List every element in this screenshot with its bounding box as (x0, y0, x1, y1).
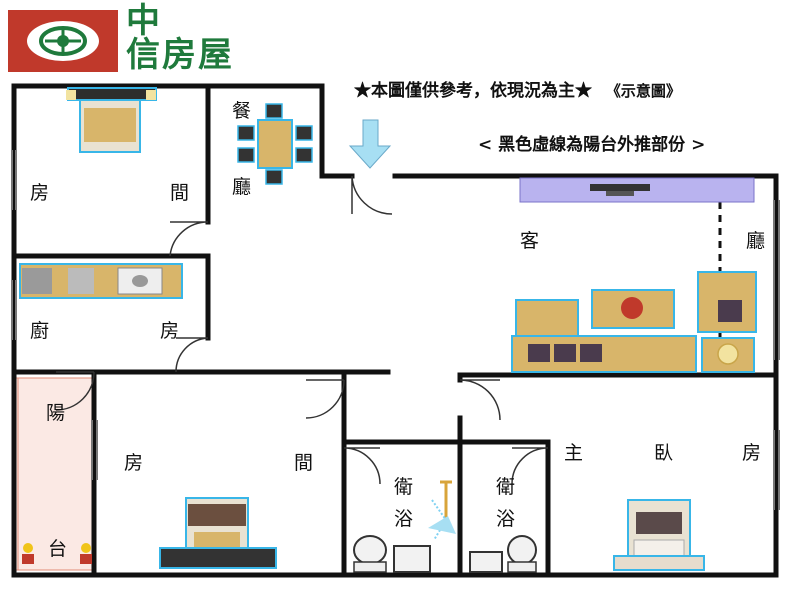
brand-name: 中 信房屋 (126, 4, 286, 72)
room-label-living-2: 廳 (746, 230, 766, 252)
toilet-icon (507, 535, 537, 573)
room-label-master-3: 房 (742, 442, 762, 464)
shower-icon (428, 480, 456, 541)
walls (11, 83, 779, 578)
entrance-arrow-icon (348, 119, 392, 169)
room-label-bath2-1: 衛 (496, 476, 516, 498)
sink-icon (393, 545, 431, 573)
bed-icon (159, 497, 277, 569)
room-label-dining-1: 餐 (232, 100, 252, 122)
disclaimer-note: ★本圖僅供參考，依現況為主★ 《示意圖》 (354, 76, 681, 101)
room-label-kitchen-2: 房 (160, 320, 180, 342)
bed-icon (66, 87, 157, 153)
coffee-table-icon (591, 289, 675, 329)
disclaimer-text: ★本圖僅供參考，依現況為主★ (354, 81, 592, 101)
room-label-living-1: 客 (520, 230, 540, 252)
room-label-kitchen-1: 廚 (30, 320, 50, 342)
room-label-bedroom-tl-1: 房 (30, 182, 50, 204)
room-label-bedroom-bl-1: 房 (124, 452, 144, 474)
room-label-balcony-2: 台 (48, 538, 68, 560)
room-label-bath2-2: 浴 (496, 508, 516, 530)
plant-icon (22, 543, 92, 564)
room-label-dining-2: 廳 (232, 176, 252, 198)
windows (11, 150, 780, 510)
room-label-bath1-2: 浴 (394, 508, 414, 530)
room-label-bedroom-tl-2: 間 (170, 182, 190, 204)
brand-line-1: 中 (126, 1, 160, 41)
kitchen-counter-icon (19, 263, 183, 299)
balcony-hatch (13, 377, 95, 571)
dining-table-icon (237, 103, 313, 185)
room-label-balcony-1: 陽 (46, 402, 66, 424)
room-label-master-1: 主 (564, 442, 584, 464)
sink-icon (469, 551, 503, 573)
brand-line-2: 信房屋 (126, 35, 234, 75)
room-label-bedroom-bl-2: 間 (294, 452, 314, 474)
balcony-note: < 黑色虛線為陽台外推部份 > (478, 135, 706, 155)
doors (55, 175, 549, 485)
room-label-bath1-1: 衛 (394, 476, 414, 498)
room-label-master-2: 臥 (654, 442, 674, 464)
toilet-icon (353, 535, 387, 573)
sofa-icon (511, 271, 757, 373)
brand-logo (8, 10, 118, 72)
tv-cabinet-icon (519, 177, 755, 203)
bed-icon (613, 499, 705, 571)
schematic-label: 《示意圖》 (605, 82, 681, 100)
